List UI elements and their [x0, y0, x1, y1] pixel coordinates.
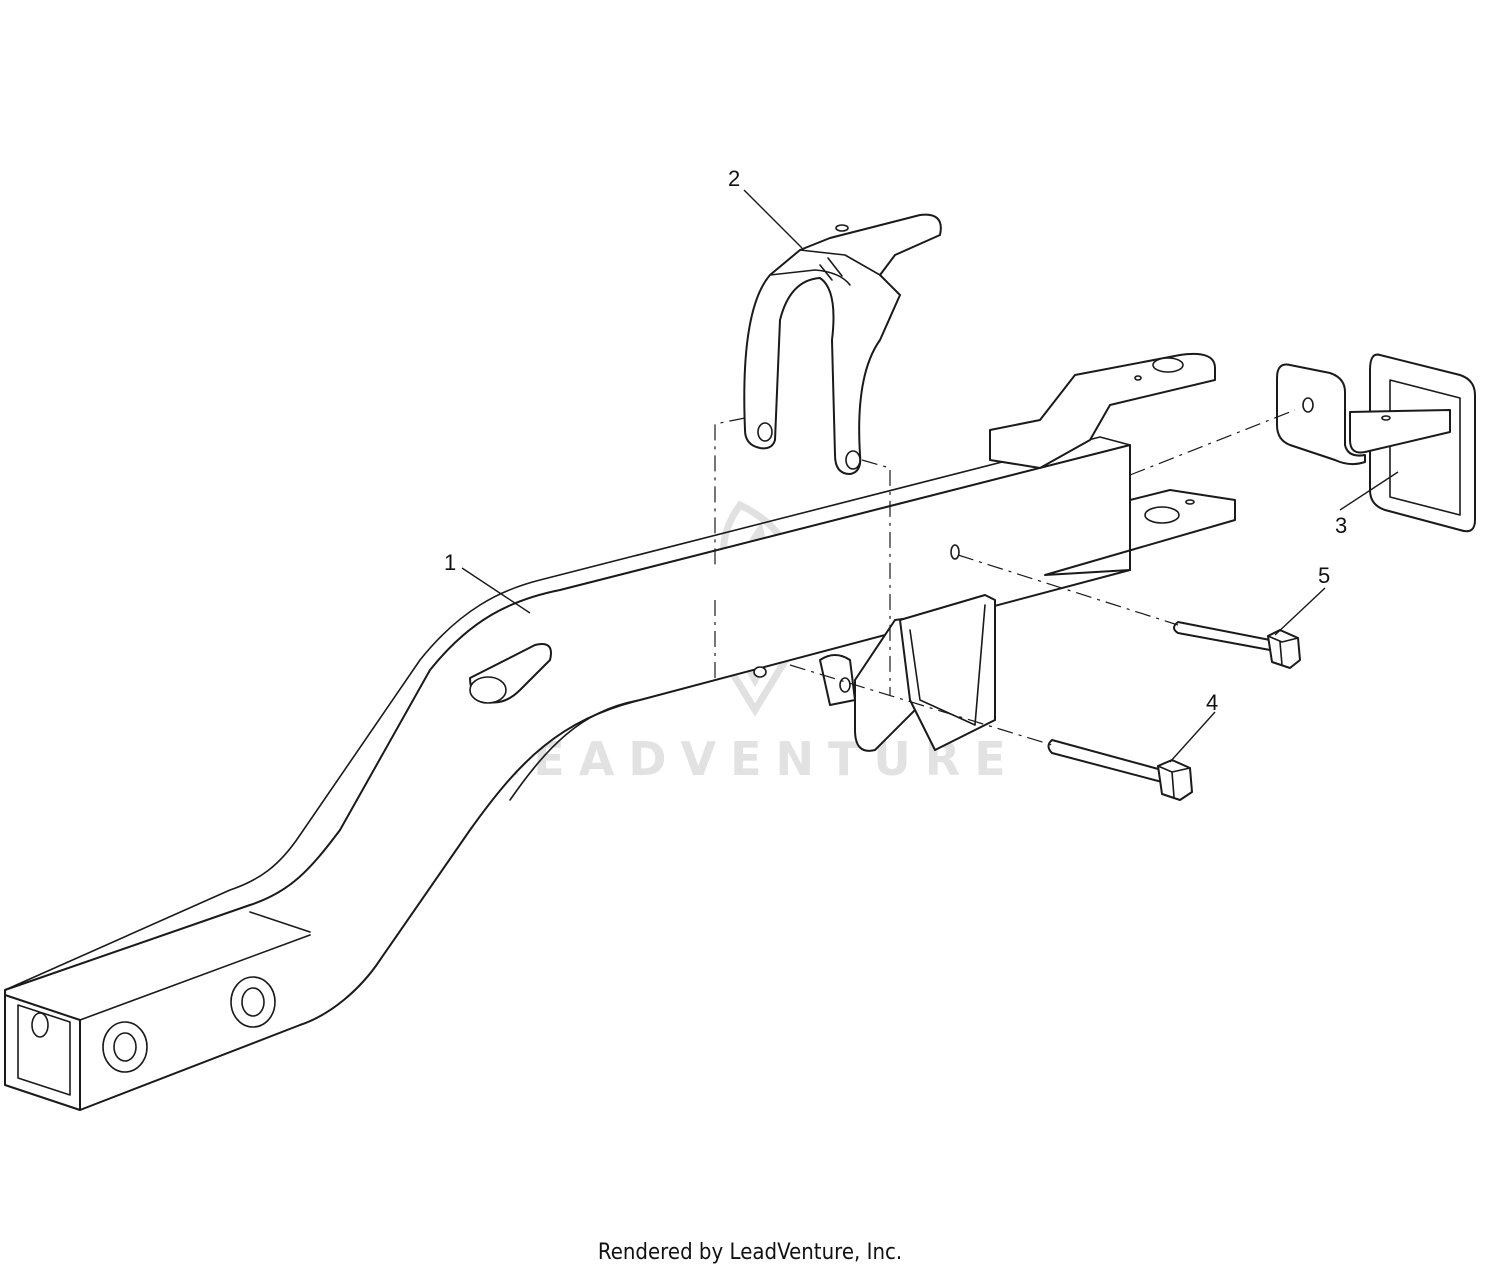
- part-5-bolt[interactable]: [1173, 621, 1301, 669]
- part-4-bolt[interactable]: [1047, 739, 1193, 801]
- callout-1: 1: [444, 550, 456, 575]
- watermark-logo: LEADVENTURE: [490, 500, 1020, 786]
- part-2-bracket[interactable]: [743, 213, 942, 475]
- part-3-bracket[interactable]: [1276, 353, 1476, 533]
- part-1-frame[interactable]: [4, 352, 1236, 1111]
- footer-credit: Rendered by LeadVenture, Inc.: [597, 1240, 903, 1265]
- callout-2: 2: [728, 166, 740, 191]
- leader-lines: [461, 189, 1399, 763]
- callout-5: 5: [1318, 563, 1330, 588]
- watermark-text: LEADVENTURE: [490, 732, 1020, 786]
- callout-4: 4: [1206, 690, 1218, 715]
- alignment-lines: [714, 409, 1296, 746]
- callout-3: 3: [1335, 513, 1347, 538]
